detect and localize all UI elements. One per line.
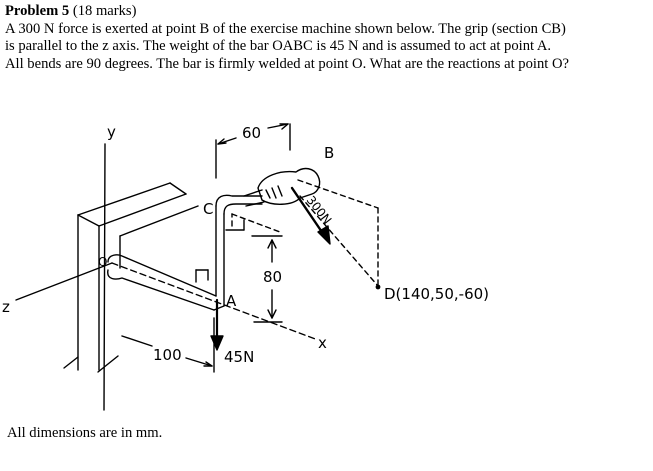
exercise-machine-sketch: y z x O A B C D(140,50,-60) 60 80 100 45… bbox=[2, 123, 489, 411]
dimensions-note: All dimensions are in mm. bbox=[7, 425, 163, 441]
dim-60-label: 60 bbox=[242, 124, 261, 142]
exercise-machine-figure: y z x O A B C D(140,50,-60) 60 80 100 45… bbox=[0, 112, 653, 412]
wall-block bbox=[63, 182, 199, 373]
weight-45-label: 45N bbox=[224, 348, 254, 366]
point-d-dot bbox=[375, 284, 381, 290]
dim-100-label: 100 bbox=[153, 346, 182, 364]
force-arrow bbox=[290, 186, 331, 245]
point-d-label: D(140,50,-60) bbox=[384, 285, 489, 303]
point-o-label: O bbox=[98, 255, 107, 269]
problem-heading: Problem 5 (18 marks) bbox=[5, 3, 650, 21]
point-b-label: B bbox=[324, 144, 334, 162]
x-axis-line bbox=[111, 262, 319, 341]
problem-number: Problem 5 bbox=[5, 3, 70, 19]
problem-line-1: A 300 N force is exerted at point B of t… bbox=[5, 20, 566, 37]
point-a-label: A bbox=[226, 292, 237, 310]
dim-100-marker bbox=[121, 317, 215, 373]
dim-60-marker bbox=[215, 123, 291, 179]
problem-line-3: All bends are 90 degrees. The bar is fir… bbox=[5, 55, 569, 72]
dim-80-label: 80 bbox=[263, 268, 282, 286]
y-axis-label: y bbox=[107, 123, 116, 141]
problem-marks: (18 marks) bbox=[72, 3, 137, 19]
construction-lines bbox=[231, 179, 379, 287]
point-c-label: C bbox=[203, 200, 213, 218]
dim-80-marker bbox=[251, 235, 283, 323]
bar-oabc bbox=[107, 194, 263, 311]
weight-arrow bbox=[210, 298, 224, 351]
z-axis-label: z bbox=[2, 298, 10, 316]
z-axis-line bbox=[15, 262, 113, 301]
grip-cb bbox=[243, 167, 321, 207]
problem-statement: Problem 5 (18 marks) A 300 N force is ex… bbox=[5, 3, 650, 73]
problem-line-2: is parallel to the z axis. The weight of… bbox=[5, 38, 552, 54]
x-axis-label: x bbox=[318, 334, 327, 352]
y-axis-line bbox=[103, 143, 106, 411]
